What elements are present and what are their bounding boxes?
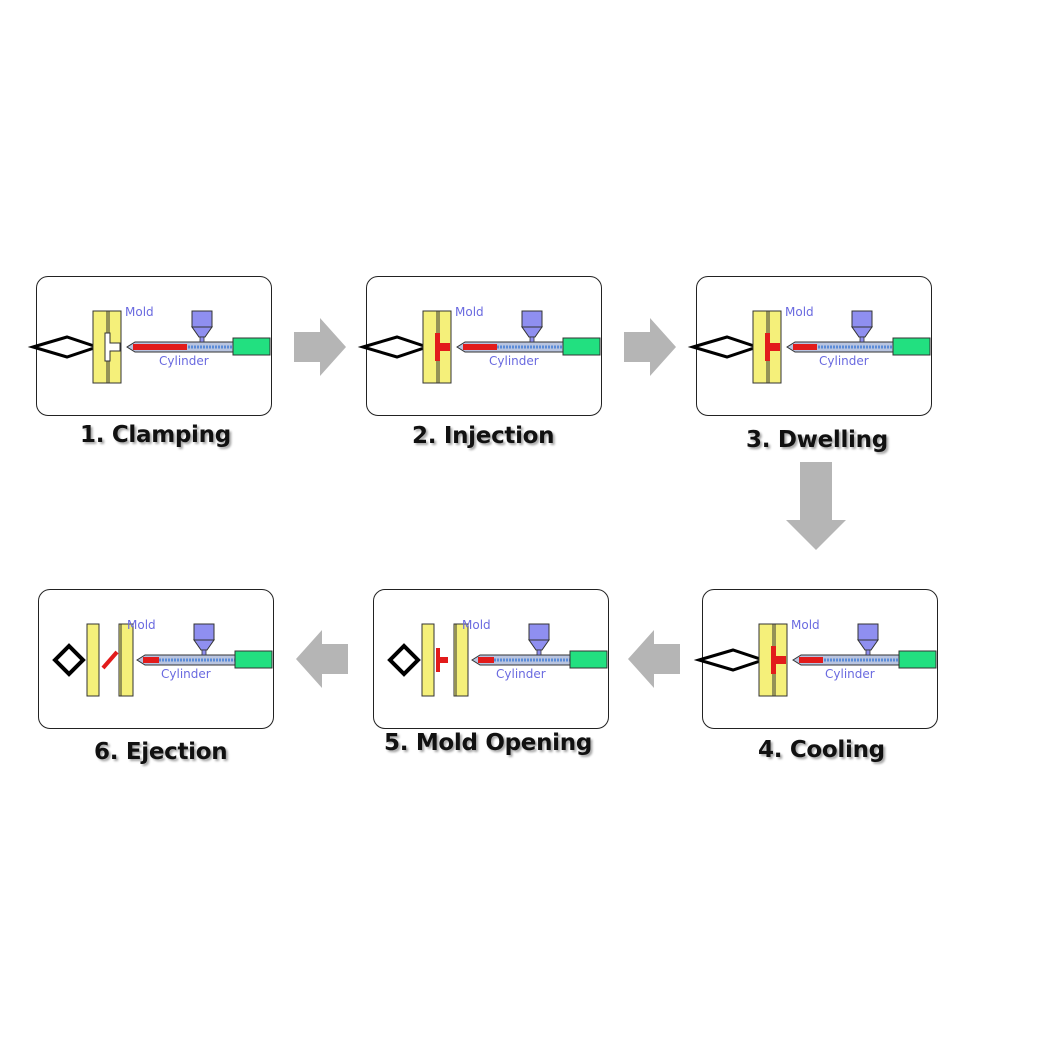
arrow-down xyxy=(786,462,846,550)
hopper xyxy=(528,623,550,641)
cylinder-label: Cylinder xyxy=(161,667,211,681)
molded-part xyxy=(765,333,780,361)
clamp-toggle xyxy=(387,643,421,677)
hopper-funnel xyxy=(851,326,873,338)
mold-half-fixed xyxy=(453,623,469,697)
hopper-funnel xyxy=(528,639,550,651)
hopper-throat xyxy=(865,649,871,656)
hopper-funnel xyxy=(193,639,215,651)
molded-part xyxy=(436,648,448,672)
mold-half-moving xyxy=(752,310,768,384)
arrow-left-2 xyxy=(296,630,348,688)
hopper-throat xyxy=(536,649,542,656)
molded-part xyxy=(771,646,786,674)
clamp-toggle xyxy=(357,335,432,359)
mold-half-moving xyxy=(86,623,100,697)
mold-half-moving xyxy=(422,310,438,384)
molten-plastic xyxy=(463,344,497,350)
mold-label: Mold xyxy=(785,305,814,319)
step-2-title: 2. Injection xyxy=(412,423,555,449)
cylinder-label: Cylinder xyxy=(825,667,875,681)
step-5-title: 5. Mold Opening xyxy=(384,730,593,756)
ejected-part xyxy=(101,650,119,670)
hopper xyxy=(521,310,543,328)
molten-plastic xyxy=(133,344,187,350)
hopper-funnel xyxy=(521,326,543,338)
step-6-title: 6. Ejection xyxy=(94,739,228,765)
mold-label: Mold xyxy=(127,618,156,632)
mold-half-moving xyxy=(421,623,435,697)
mold-label: Mold xyxy=(125,305,154,319)
step-4-title: 4. Cooling xyxy=(758,737,885,763)
drive-motor xyxy=(234,650,273,669)
hopper xyxy=(857,623,879,641)
mold-cavity xyxy=(104,332,121,362)
hopper-funnel xyxy=(191,326,213,338)
arrow-right-1 xyxy=(294,318,346,376)
hopper xyxy=(851,310,873,328)
drive-motor xyxy=(232,337,271,356)
cylinder-label: Cylinder xyxy=(819,354,869,368)
arrow-right-2 xyxy=(624,318,676,376)
step-3-title: 3. Dwelling xyxy=(746,427,888,453)
drive-motor xyxy=(892,337,931,356)
cylinder-label: Cylinder xyxy=(159,354,209,368)
clamp-toggle xyxy=(52,643,86,677)
hopper-throat xyxy=(199,336,205,343)
molten-plastic xyxy=(478,657,494,663)
drive-motor xyxy=(898,650,937,669)
molten-plastic xyxy=(799,657,823,663)
molded-part xyxy=(435,333,450,361)
arrow-left-1 xyxy=(628,630,680,688)
hopper-funnel xyxy=(857,639,879,651)
clamp-toggle xyxy=(27,335,102,359)
molten-plastic xyxy=(793,344,817,350)
mold-half-fixed xyxy=(118,623,134,697)
drive-motor xyxy=(562,337,601,356)
mold-label: Mold xyxy=(462,618,491,632)
hopper xyxy=(193,623,215,641)
step-1-title: 1. Clamping xyxy=(80,422,231,448)
hopper xyxy=(191,310,213,328)
mold-half-moving xyxy=(758,623,774,697)
mold-label: Mold xyxy=(791,618,820,632)
mold-label: Mold xyxy=(455,305,484,319)
cylinder-label: Cylinder xyxy=(496,667,546,681)
molten-plastic xyxy=(143,657,159,663)
clamp-toggle xyxy=(687,335,762,359)
cylinder-label: Cylinder xyxy=(489,354,539,368)
drive-motor xyxy=(569,650,608,669)
clamp-toggle xyxy=(693,648,768,672)
hopper-throat xyxy=(201,649,207,656)
hopper-throat xyxy=(529,336,535,343)
hopper-throat xyxy=(859,336,865,343)
